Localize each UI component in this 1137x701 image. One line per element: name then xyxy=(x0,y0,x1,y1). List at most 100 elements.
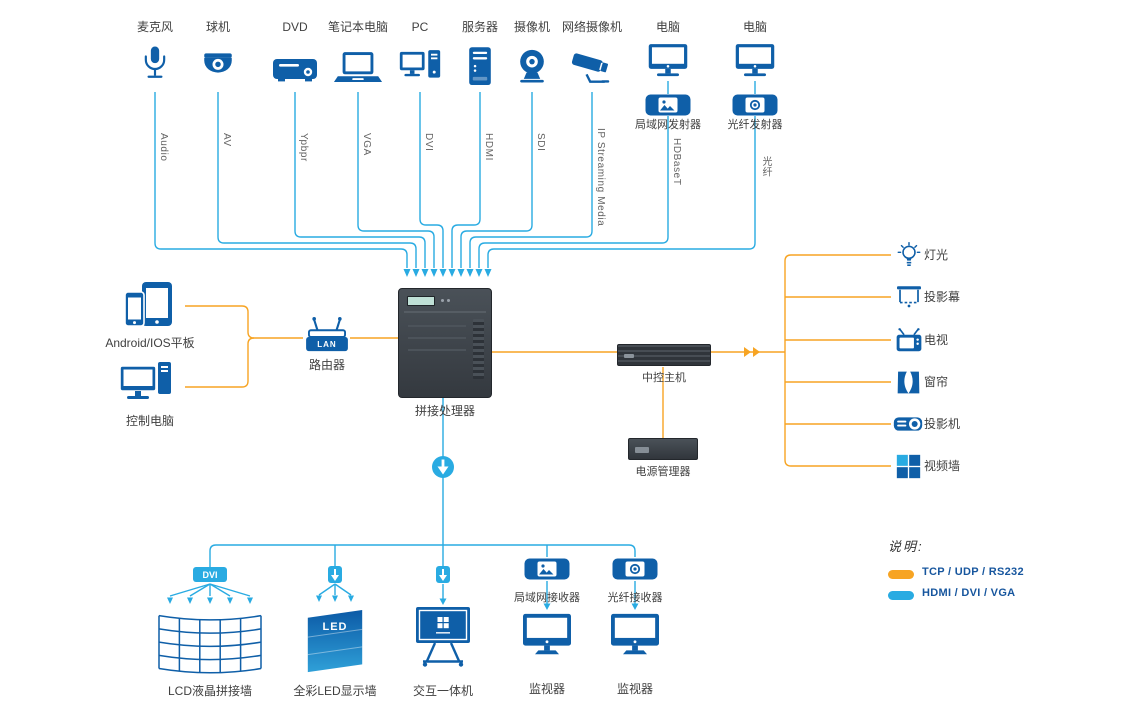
fiber-receiver-icon xyxy=(612,558,658,580)
cable-label-dvi: DVI xyxy=(423,133,434,152)
led-wall-text: LED xyxy=(322,621,348,633)
processor-button xyxy=(441,299,444,302)
monitor-icon xyxy=(520,612,574,660)
device-label-network-camera: 网络摄像机 xyxy=(561,20,622,34)
legend-label-tcp: TCP / UDP / RS232 xyxy=(922,566,1024,578)
touchscreen-label: 交互一体机 xyxy=(412,684,473,698)
legend-title: 说明: xyxy=(888,539,924,554)
tablet-label: Android/IOS平板 xyxy=(105,336,195,350)
device-label-dome-camera: 球机 xyxy=(205,20,230,34)
cable-label-ypbpr: Ypbpr xyxy=(298,133,309,162)
input-signal-lines xyxy=(154,81,756,268)
video-wall-icon xyxy=(896,454,921,479)
microphone-icon xyxy=(135,44,175,89)
desktop-computer-icon xyxy=(733,42,777,81)
light-icon xyxy=(897,242,921,269)
processor-slot xyxy=(408,349,466,351)
processor-slot xyxy=(408,337,466,339)
pc-icon xyxy=(398,48,442,87)
lcd-wall-label: LCD液晶拼接墙 xyxy=(167,684,252,698)
tablet-phone-icon xyxy=(122,280,180,332)
control-computer-label: 控制电脑 xyxy=(125,414,174,428)
fiber-transmitter-label: 光纤发射器 xyxy=(727,119,783,131)
cable-label-av: AV xyxy=(221,133,232,147)
laptop-icon xyxy=(333,50,383,87)
server-icon xyxy=(462,46,498,88)
output-label-video-wall: 视频墙 xyxy=(924,459,961,473)
video-wall-processor-chassis xyxy=(398,288,492,398)
fiber-receiver-label: 光纤接收器 xyxy=(607,592,663,604)
webcam-icon xyxy=(512,48,552,88)
processor-label: 拼接处理器 xyxy=(414,404,475,418)
lan-transmitter-label: 局域网发射器 xyxy=(635,119,701,131)
control-computer-icon xyxy=(118,360,174,410)
cable-label-vga: VGA xyxy=(361,133,372,156)
power-manager-label: 电源管理器 xyxy=(635,466,691,478)
legend-swatch-tcp xyxy=(888,570,914,579)
control-network-lines xyxy=(185,305,398,388)
cable-label-ip-streaming: IP Streaming Media xyxy=(595,128,606,227)
lan-receiver-icon xyxy=(524,558,570,580)
desktop-computer-icon xyxy=(646,42,690,81)
output-label-projection-screen: 投影幕 xyxy=(924,290,961,304)
device-label-camera: 摄像机 xyxy=(513,20,550,34)
monitor-label: 监视器 xyxy=(616,682,653,696)
dvi-badge-shape xyxy=(193,567,227,582)
monitor-icon xyxy=(608,612,662,660)
cable-label-fiber: 光纤 xyxy=(760,156,771,178)
led-splitter-icon xyxy=(328,566,342,583)
device-label-microphone: 麦克风 xyxy=(136,20,173,34)
router-lan-badge: LAN xyxy=(317,340,337,349)
monitor-label: 监视器 xyxy=(528,682,565,696)
device-label-computer-fiber: 电脑 xyxy=(742,20,767,34)
legend-label-hdmi: HDMI / DVI / VGA xyxy=(922,587,1016,599)
central-control-host-label: 中控主机 xyxy=(642,372,686,384)
output-label-projector: 投影机 xyxy=(924,417,961,431)
processor-button xyxy=(447,299,450,302)
output-label-curtain: 窗帘 xyxy=(924,375,949,389)
legend-swatch-hdmi xyxy=(888,591,914,600)
power-manager-chassis xyxy=(628,438,698,460)
output-label-light: 灯光 xyxy=(924,248,949,262)
hdmi-splitter-icon xyxy=(436,566,450,583)
automation-output-lines xyxy=(492,254,891,467)
device-label-laptop: 笔记本电脑 xyxy=(327,20,388,34)
led-wall-label: 全彩LED显示墙 xyxy=(293,684,377,698)
device-label-dvd: DVD xyxy=(282,20,308,34)
processor-input-connectors xyxy=(403,269,492,277)
processor-display xyxy=(407,296,435,306)
dvi-badge-label: DVI xyxy=(202,570,218,580)
rs232-connector-arrows-icon xyxy=(744,347,760,357)
power-indicator xyxy=(635,447,649,453)
processor-groove xyxy=(404,311,486,313)
interactive-touchscreen-icon xyxy=(411,606,475,668)
lan-receiver-label: 局域网接收器 xyxy=(514,592,580,604)
cable-label-audio: Audio xyxy=(158,133,169,162)
output-label-tv: 电视 xyxy=(924,333,949,347)
dvd-player-icon xyxy=(271,54,319,86)
cable-label-sdi: SDI xyxy=(535,133,546,152)
fiber-transmitter-icon xyxy=(732,94,778,116)
device-label-pc: PC xyxy=(411,20,429,34)
processor-slot xyxy=(408,325,466,327)
tv-icon xyxy=(895,328,923,353)
processor-vent xyxy=(473,319,484,379)
host-indicator xyxy=(624,354,634,358)
device-label-computer-lan: 电脑 xyxy=(655,20,680,34)
down-arrow-icon xyxy=(432,456,454,478)
central-control-host-chassis xyxy=(617,344,711,366)
projector-icon xyxy=(893,413,923,435)
projection-screen-icon xyxy=(896,285,922,309)
lcd-video-wall-icon xyxy=(154,610,266,678)
ip-camera-icon xyxy=(568,48,616,88)
device-label-server: 服务器 xyxy=(461,20,498,34)
led-display-wall-icon xyxy=(303,608,367,676)
dome-camera-icon xyxy=(196,50,240,86)
lan-transmitter-icon xyxy=(645,94,691,116)
display-output-arrowheads xyxy=(167,595,639,610)
router-label: 路由器 xyxy=(308,358,345,372)
curtain-icon xyxy=(896,370,921,395)
cable-label-hdbaset: HDBaseT xyxy=(671,138,682,186)
